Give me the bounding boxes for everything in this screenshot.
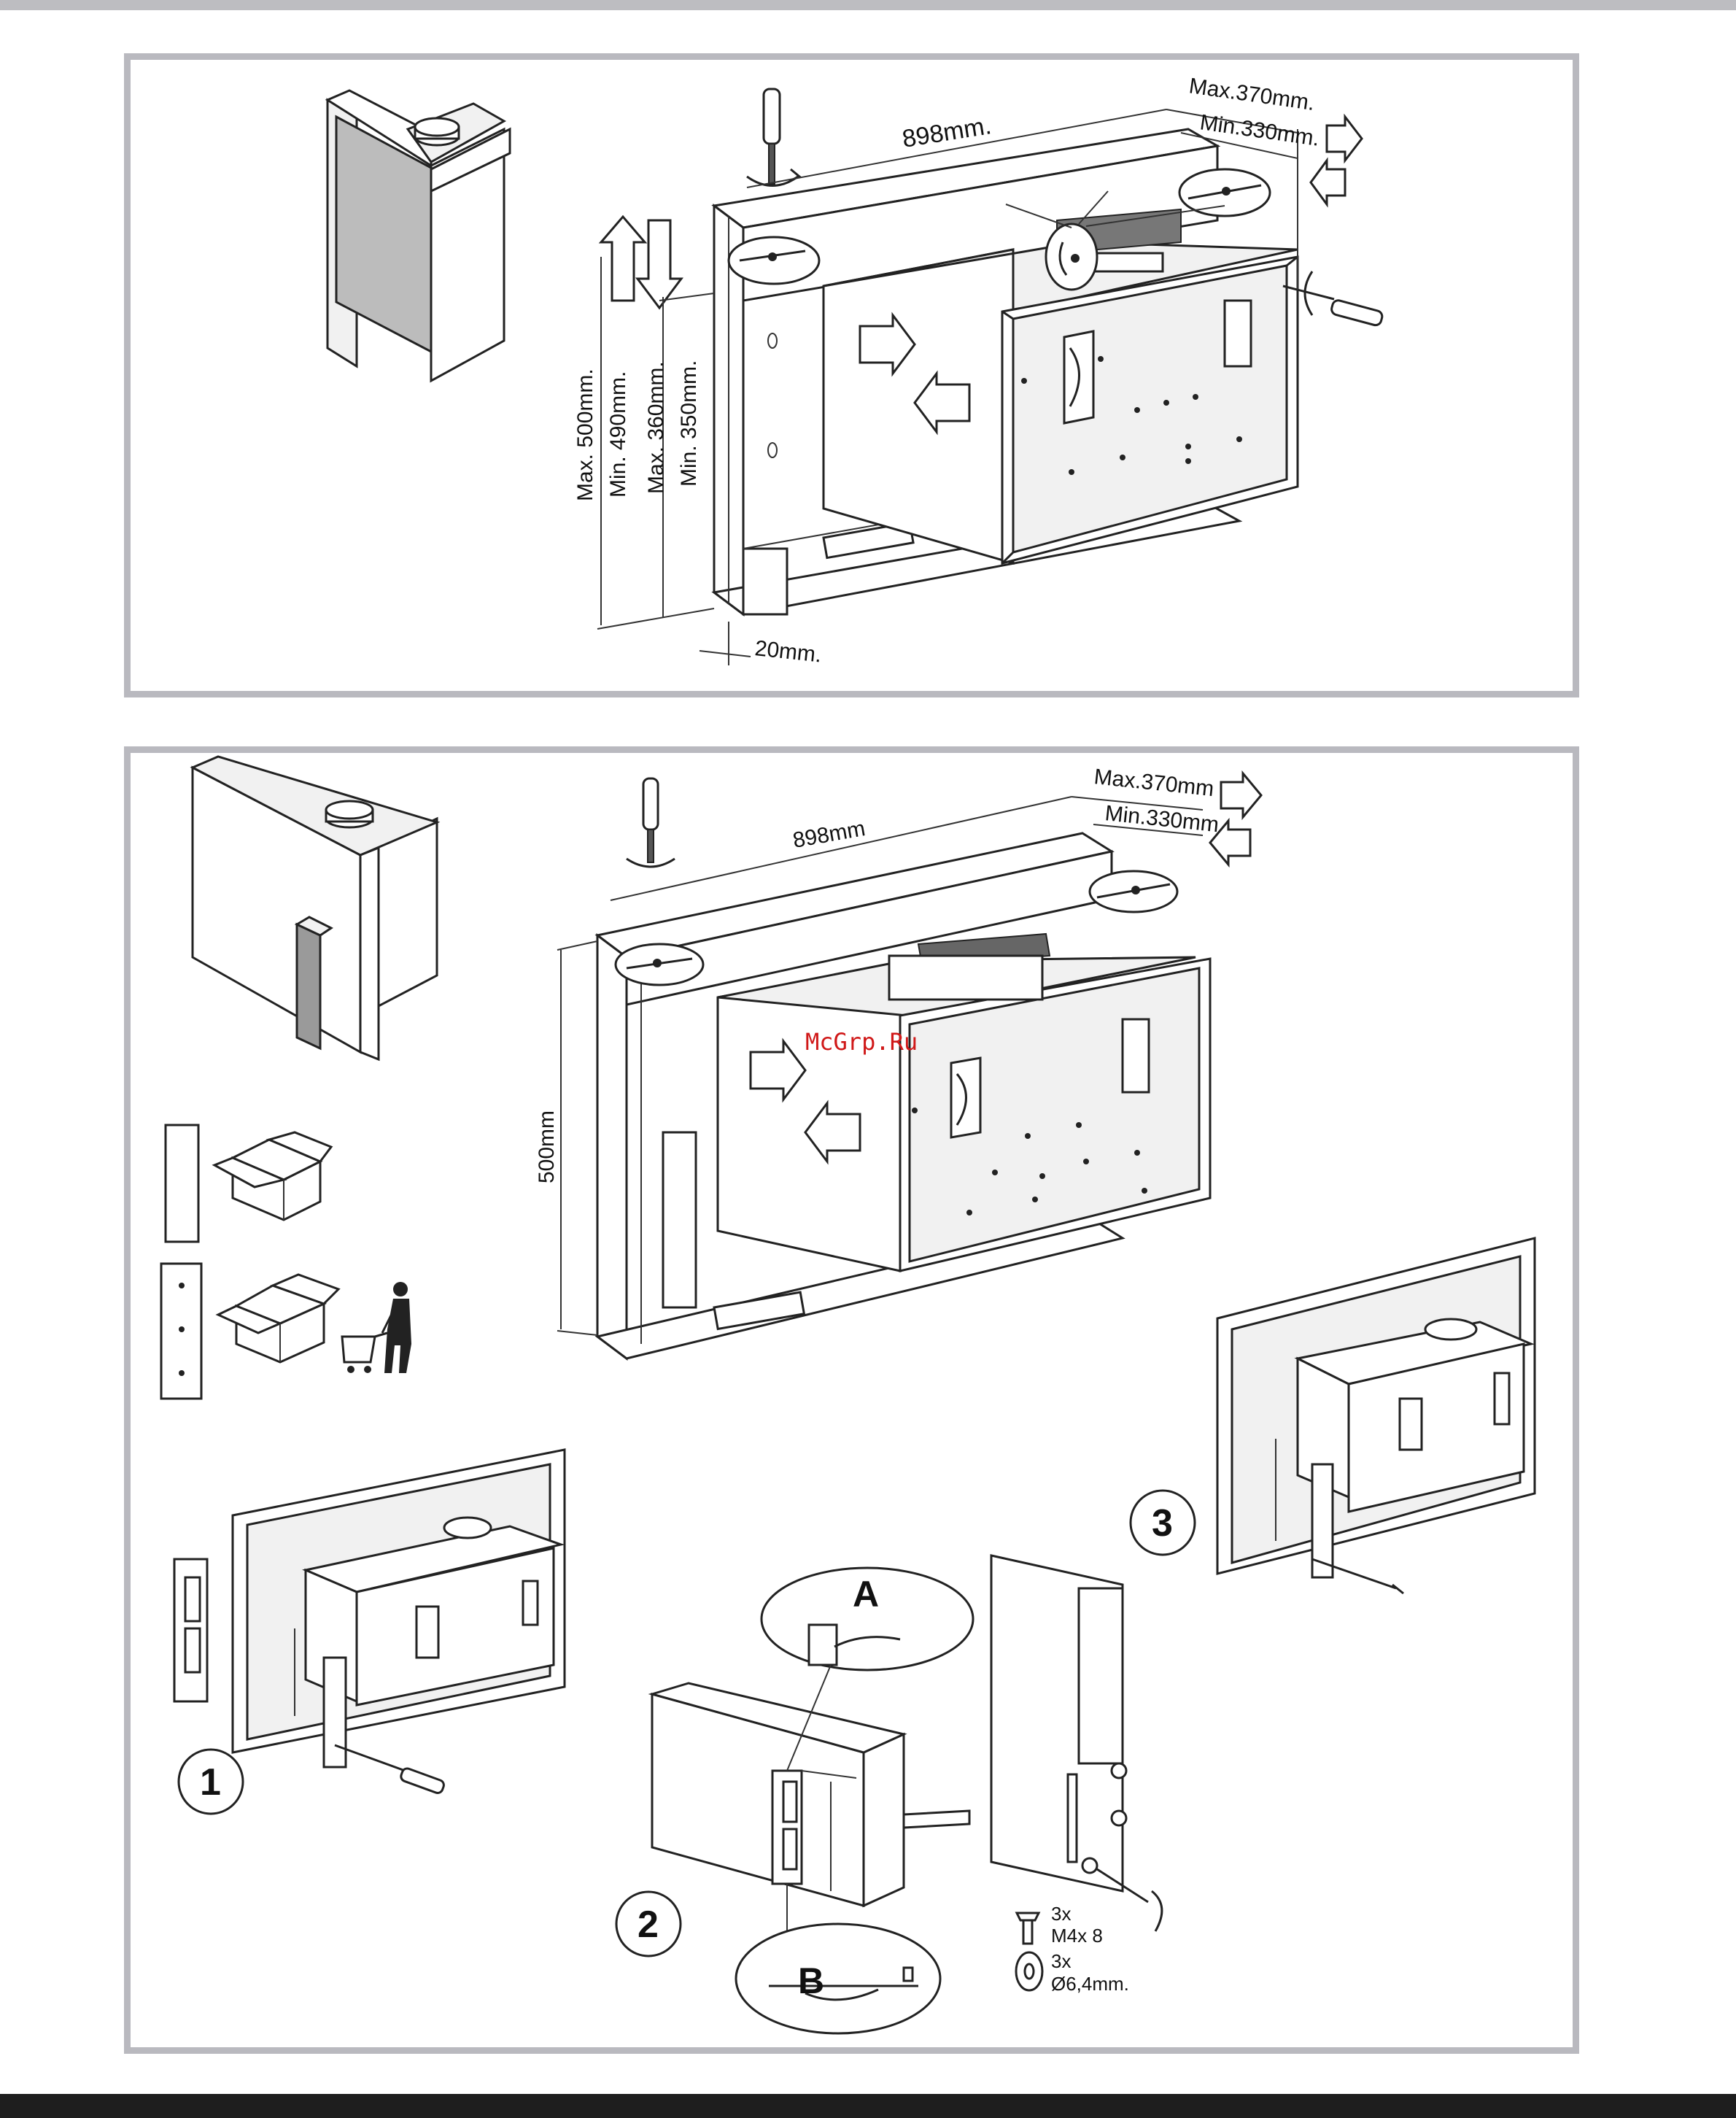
step1-number: 1 [200, 1761, 221, 1804]
top-min-height-label: Min. 490mm. [606, 371, 630, 498]
cabinet-thumbnail [328, 90, 510, 381]
step3-number: 3 [1152, 1502, 1173, 1545]
top-max-height-label: Max. 500mm. [573, 368, 597, 501]
bottom-max-depth-label: Max.370mm [1093, 765, 1215, 801]
installation-panel-top: 898mm. Max.370mm. Min.330mm. Max. 500mm.… [124, 53, 1579, 697]
bottom-installation-diagram: 898mm Max.370mm Min.330mm 500mm McGrp.Ru… [131, 753, 1573, 2047]
step2-number: 2 [638, 1904, 659, 1946]
washer-icon [1016, 1952, 1042, 1990]
installation-panel-bottom: 898mm Max.370mm Min.330mm 500mm McGrp.Ru… [124, 746, 1579, 2054]
screwdriver-icon [747, 89, 799, 186]
washer-spec: Ø6,4mm. [1051, 1973, 1129, 1995]
panel-in-box-icon [166, 1125, 331, 1242]
top-max-inner-label: Max. 360mm. [644, 361, 668, 494]
panel-sold-separately-icon [161, 1264, 338, 1399]
bottom-width-label: 898mm [791, 816, 867, 853]
step3-illustration [1217, 1238, 1535, 1593]
bottom-height-label: 500mm [535, 1110, 559, 1183]
screw-icon [1017, 1913, 1039, 1944]
top-max-depth-label: Max.370mm. [1187, 74, 1316, 115]
top-installation-diagram: 898mm. Max.370mm. Min.330mm. Max. 500mm.… [131, 60, 1573, 691]
washer-quantity: 3x [1051, 1950, 1071, 1972]
detail-a-label: A [853, 1574, 879, 1615]
top-bar [0, 0, 1736, 10]
watermark: McGrp.Ru [805, 1028, 918, 1056]
top-min-inner-label: Min. 350mm. [677, 360, 701, 487]
step2-illustration [652, 1555, 1162, 2033]
cabinet-thumbnail-side-panel [193, 757, 437, 1059]
screw-spec: M4x 8 [1051, 1925, 1103, 1947]
top-offset-label: 20mm. [753, 636, 823, 667]
hood-body-bottom [718, 934, 1210, 1271]
screwdriver-icon-bottom [627, 778, 675, 867]
top-width-label: 898mm. [900, 112, 993, 153]
step1-illustration [174, 1450, 565, 1794]
shopping-cart-person-icon [342, 1282, 411, 1373]
detail-b-label: B [798, 1960, 824, 2001]
screw-quantity: 3x [1051, 1903, 1071, 1925]
bottom-bar [0, 2094, 1736, 2118]
